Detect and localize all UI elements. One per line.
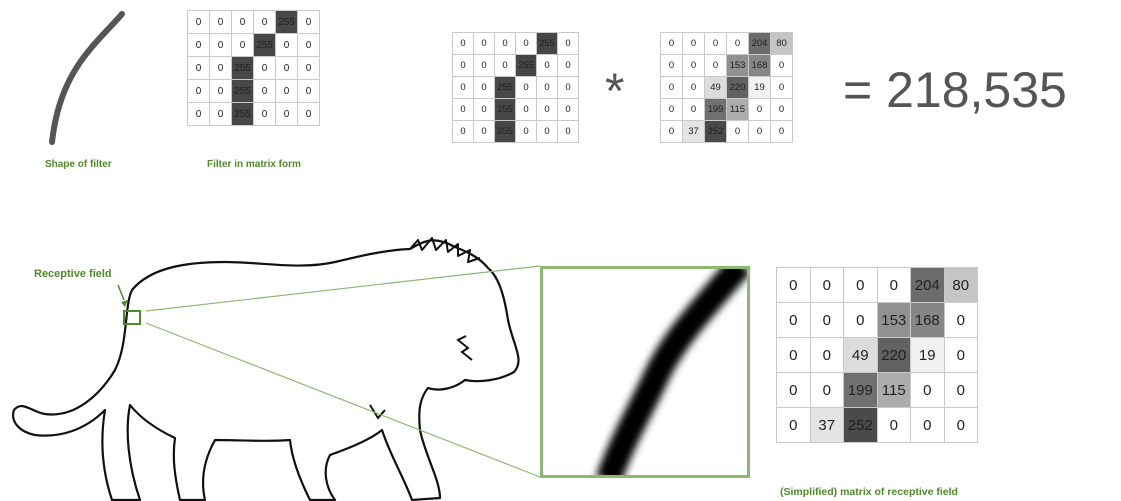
- matrix-cell: 0: [777, 303, 811, 338]
- matrix-cell: 204: [911, 268, 945, 303]
- matrix-cell: 0: [911, 373, 945, 408]
- zoomed-receptive-field: [540, 266, 750, 478]
- matrix-cell: 37: [810, 408, 844, 443]
- matrix-cell: 0: [810, 338, 844, 373]
- matrix-cell: 0: [844, 303, 878, 338]
- matrix-cell: 0: [777, 268, 811, 303]
- matrix-cell: 0: [777, 408, 811, 443]
- receptive-matrix-caption: (Simplified) matrix of receptive field: [780, 486, 958, 498]
- matrix-cell: 19: [911, 338, 945, 373]
- matrix-cell: 0: [911, 408, 945, 443]
- matrix-cell: 0: [810, 268, 844, 303]
- matrix-cell: 252: [844, 408, 878, 443]
- matrix-cell: 168: [911, 303, 945, 338]
- matrix-cell: 0: [810, 303, 844, 338]
- matrix-cell: 0: [810, 373, 844, 408]
- matrix-cell: 0: [777, 373, 811, 408]
- zoomed-stroke: [543, 269, 747, 475]
- matrix-cell: 0: [944, 338, 978, 373]
- matrix-cell: 115: [877, 373, 911, 408]
- receptive-field-label: Receptive field: [34, 268, 112, 280]
- matrix-cell: 49: [844, 338, 878, 373]
- matrix-cell: 199: [844, 373, 878, 408]
- matrix-cell: 220: [877, 338, 911, 373]
- matrix-cell: 80: [944, 268, 978, 303]
- matrix-cell: 0: [944, 303, 978, 338]
- matrix-cell: 153: [877, 303, 911, 338]
- matrix-cell: 0: [877, 268, 911, 303]
- matrix-cell: 0: [944, 408, 978, 443]
- matrix-cell: 0: [944, 373, 978, 408]
- matrix-cell: 0: [877, 408, 911, 443]
- matrix-cell: 0: [844, 268, 878, 303]
- matrix-cell: 0: [777, 338, 811, 373]
